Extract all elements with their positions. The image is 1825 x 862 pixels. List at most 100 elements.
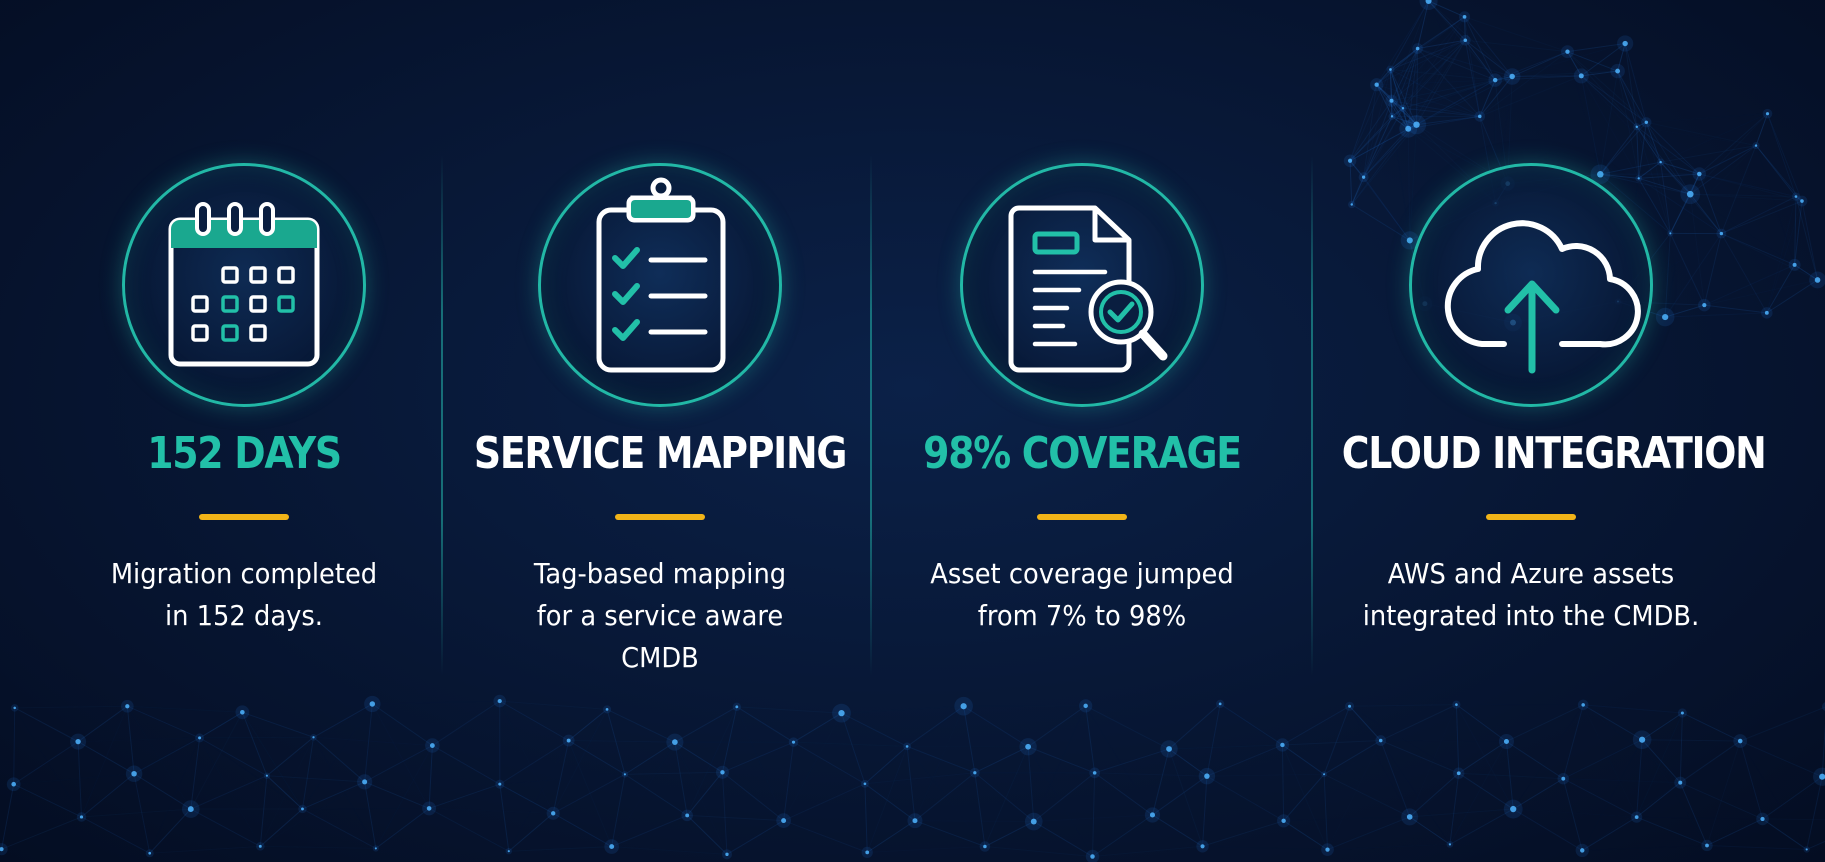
- network-node: [369, 701, 376, 707]
- headline: SERVICE MAPPING: [473, 428, 848, 479]
- network-node: [1281, 818, 1286, 824]
- network-node: [1737, 738, 1743, 744]
- network-node: [1800, 199, 1804, 203]
- network-node: [1635, 125, 1638, 129]
- network-node: [1814, 277, 1821, 283]
- icon-circle: [538, 163, 782, 407]
- network-node: [1347, 158, 1353, 163]
- network-node: [1754, 144, 1758, 147]
- network-node: [1350, 203, 1353, 206]
- stat-panel-migration: 152 DAYS Migration completed in 152 days…: [24, 0, 464, 862]
- network-node: [1025, 743, 1031, 750]
- description-line: integrated into the CMDB.: [1362, 599, 1700, 632]
- network-node: [863, 782, 867, 786]
- network-node: [550, 811, 556, 816]
- network-node: [1389, 68, 1392, 71]
- document-search-icon: [1008, 205, 1168, 373]
- stat-panel-cloud-integration: CLOUD INTEGRATION AWS and Azure assets i…: [1311, 0, 1767, 862]
- network-node: [1448, 843, 1452, 846]
- network-node: [781, 818, 787, 824]
- description: Migration completed in 152 days.: [42, 553, 447, 637]
- network-node: [0, 847, 4, 852]
- network-node: [735, 705, 739, 709]
- description-line: CMDB: [621, 641, 699, 674]
- divider-1: [441, 155, 443, 675]
- network-node: [1413, 121, 1420, 128]
- network-node: [1686, 190, 1694, 198]
- network-node: [1406, 814, 1413, 820]
- network-node: [312, 736, 315, 739]
- divider-3: [1311, 155, 1313, 675]
- network-node: [1478, 114, 1482, 119]
- network-node: [1760, 816, 1765, 822]
- network-node-glow: [1813, 767, 1825, 786]
- network-node: [1719, 231, 1724, 236]
- network-node-glow: [0, 843, 8, 856]
- network-node: [1794, 195, 1798, 198]
- network-node: [1561, 776, 1566, 781]
- network-node: [725, 852, 729, 857]
- description-line: Tag-based mapping: [533, 557, 787, 590]
- network-node: [1218, 702, 1222, 706]
- network-node: [1405, 125, 1412, 132]
- network-node: [1634, 815, 1639, 819]
- network-node: [1492, 77, 1498, 83]
- network-node: [1204, 773, 1210, 779]
- network-node: [1637, 177, 1640, 180]
- headline: 152 DAYS: [147, 428, 342, 479]
- network-node: [1765, 112, 1770, 116]
- network-node: [507, 850, 510, 853]
- icon-circle: [1409, 163, 1653, 407]
- network-node: [148, 851, 152, 855]
- network-node: [1090, 854, 1095, 859]
- stat-panel-coverage: 98% COVERAGE Asset coverage jumped from …: [862, 0, 1302, 862]
- network-node: [791, 740, 796, 744]
- network-node: [265, 774, 268, 777]
- network-node: [1580, 848, 1585, 853]
- network-node: [1389, 98, 1394, 103]
- network-node-glow: [1419, 0, 1438, 11]
- network-node: [1669, 232, 1672, 235]
- headline: 98% COVERAGE: [923, 428, 1242, 479]
- network-node: [1615, 68, 1621, 74]
- accent-bar: [615, 514, 705, 520]
- description-line: for a service aware: [536, 599, 784, 632]
- network-node: [13, 706, 16, 710]
- network-node: [1510, 805, 1517, 813]
- description: AWS and Azure assets integrated into the…: [1329, 553, 1734, 637]
- network-node: [1503, 739, 1509, 745]
- accent-bar: [199, 514, 289, 520]
- network-node: [609, 844, 615, 850]
- network-node: [838, 710, 845, 717]
- cloud-upload-icon: [1444, 220, 1641, 374]
- network-node: [672, 739, 678, 745]
- network-node: [1680, 711, 1684, 715]
- network-node: [1705, 843, 1709, 848]
- description: Asset coverage jumped from 7% to 98%: [880, 553, 1285, 637]
- accent-bar: [1037, 514, 1127, 520]
- network-node: [497, 698, 502, 704]
- network-node: [429, 743, 435, 748]
- description-line: Migration completed: [110, 557, 378, 590]
- network-node: [1597, 171, 1604, 178]
- network-node: [605, 708, 609, 711]
- network-node: [1678, 780, 1683, 785]
- network-node: [1374, 82, 1379, 87]
- calendar-icon: [168, 202, 320, 367]
- network-node: [720, 770, 725, 775]
- network-node: [1200, 844, 1205, 849]
- network-node: [125, 704, 130, 709]
- network-node: [960, 703, 967, 710]
- network-node: [1805, 848, 1808, 851]
- network-node: [1792, 262, 1797, 267]
- network-node: [1565, 49, 1570, 54]
- network-node: [983, 844, 987, 849]
- network-node: [1166, 746, 1172, 752]
- network-node: [198, 736, 202, 740]
- network-node: [75, 738, 81, 745]
- network-node-glow: [1821, 702, 1825, 711]
- network-node: [623, 773, 626, 776]
- description-line: in 152 days.: [164, 599, 324, 632]
- description-line: from 7% to 98%: [977, 599, 1187, 632]
- network-node: [1348, 704, 1352, 708]
